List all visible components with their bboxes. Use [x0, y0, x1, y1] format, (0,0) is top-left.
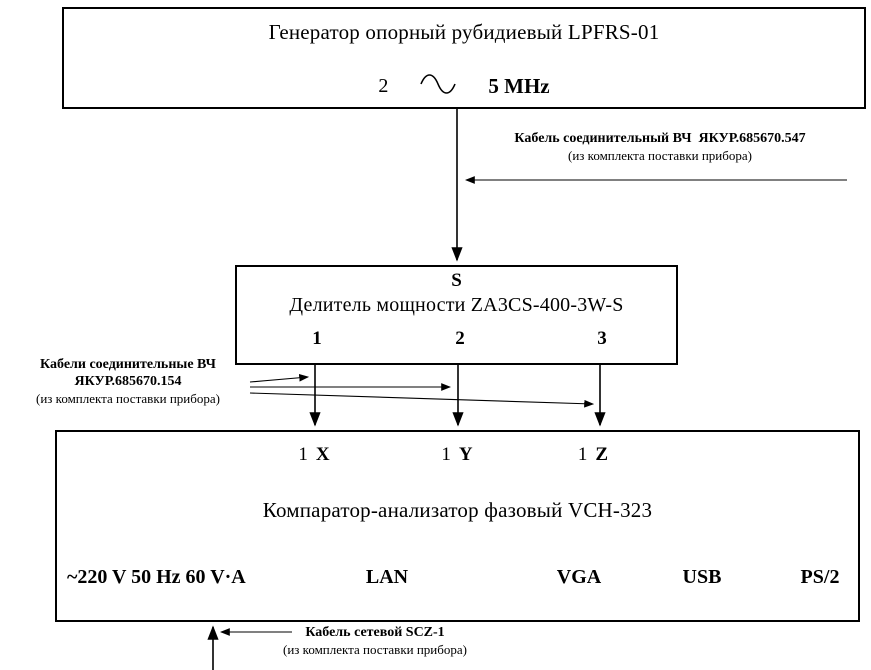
comparator-port-lan: LAN [365, 566, 409, 588]
divider-title: Делитель мощности ZA3CS-400-3W-S [289, 294, 624, 316]
divider-input-port: S [451, 270, 462, 291]
input-y-channel: Y [458, 444, 473, 465]
comparator-port-ps2: PS/2 [800, 566, 840, 588]
generator-frequency: 5 MHz [488, 73, 550, 98]
cable-154-arrow-3 [249, 392, 595, 408]
divider-output-3: 3 [597, 328, 607, 349]
comparator-port-vga: VGA [556, 566, 602, 588]
generator-output-number: 2 [378, 74, 389, 97]
comparator-power-rating: ~220 V 50 Hz 60 V·A [67, 566, 246, 588]
cable-154-note: (из комплекта поставки прибора) [36, 391, 220, 406]
generator-output-row: 2 5 MHz [64, 71, 864, 101]
divider-output-2: 2 [455, 328, 465, 349]
generator-box: Генератор опорный рубидиевый LPFRS-01 2 … [62, 7, 866, 109]
input-x-number: 1 [298, 444, 308, 465]
cable-scz-label: Кабель сетевой SCZ-1 (из комплекта поста… [255, 624, 495, 658]
cable-scz-name: Кабель сетевой SCZ-1 [305, 625, 445, 640]
input-x-channel: X [315, 444, 330, 465]
generator-title: Генератор опорный рубидиевый LPFRS-01 [268, 20, 660, 44]
power-divider-box: S Делитель мощности ZA3CS-400-3W-S 1 2 3 [235, 265, 678, 365]
input-z-number: 1 [577, 444, 588, 465]
comparator-port-usb: USB [682, 566, 722, 588]
sine-wave-icon [418, 71, 458, 101]
cable-154-code: ЯКУР.685670.154 [74, 374, 182, 389]
cable-547-note: (из комплекта поставки прибора) [568, 148, 752, 163]
divider-output-1: 1 [312, 328, 322, 349]
cable-547-label: Кабель соединительный ВЧ ЯКУР.685670.547… [470, 130, 850, 164]
cable-547-name: Кабель соединительный ВЧ ЯКУР.685670.547 [514, 131, 806, 146]
cable-154-name: Кабели соединительные ВЧ [40, 357, 216, 372]
cable-154-label: Кабели соединительные ВЧ ЯКУР.685670.154… [8, 356, 248, 407]
input-y-number: 1 [441, 444, 451, 465]
comparator-title: Компаратор-анализатор фазовый VCH-323 [262, 498, 653, 522]
input-z-channel: Z [595, 444, 609, 465]
cable-scz-note: (из комплекта поставки прибора) [283, 642, 467, 657]
cable-154-arrow-1 [249, 373, 310, 383]
